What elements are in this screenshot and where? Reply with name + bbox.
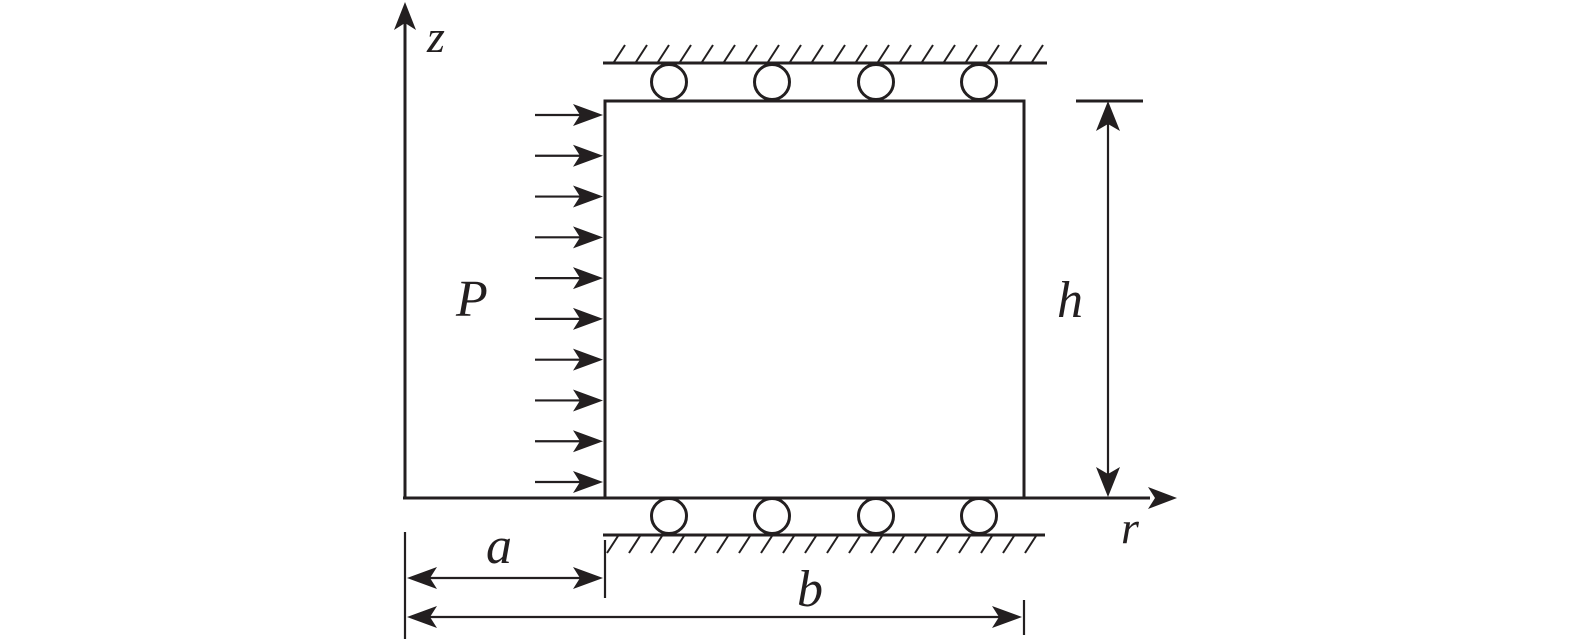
hatch-mark — [628, 535, 641, 554]
outer-radius-arrowhead-right — [992, 606, 1022, 628]
hatch-mark — [657, 44, 670, 63]
pressure-label: P — [455, 271, 488, 328]
roller — [650, 63, 688, 101]
hatch-mark — [914, 535, 927, 554]
pressure-arrowhead — [573, 307, 603, 330]
cylinder-cross-section — [603, 99, 1026, 500]
hatch-mark — [789, 44, 802, 63]
pressure-arrowhead — [573, 348, 603, 371]
roller — [960, 497, 998, 535]
hatch-mark — [679, 44, 692, 63]
z-axis-arrowhead — [394, 2, 416, 30]
roller — [857, 497, 895, 535]
hatch-mark — [701, 44, 714, 63]
pressure-arrow — [535, 226, 603, 249]
top-support — [603, 44, 1047, 101]
hatch-mark — [613, 44, 626, 63]
hatch-mark — [635, 44, 648, 63]
pressure-arrowhead — [573, 471, 603, 493]
outer-radius-arrowhead-left — [407, 606, 437, 628]
pressure-arrow — [535, 185, 603, 208]
hatch-mark — [745, 44, 758, 63]
hatch-mark — [965, 44, 978, 63]
top-hatch-marks — [613, 44, 1044, 63]
hatch-mark — [1024, 535, 1037, 554]
roller — [960, 63, 998, 101]
hatch-mark — [1031, 44, 1044, 63]
pressure-arrow — [535, 348, 603, 371]
radius-dimensions — [403, 532, 1026, 639]
hatch-mark — [1009, 44, 1022, 63]
hatch-mark — [980, 535, 993, 554]
pressure-arrowhead — [573, 267, 603, 290]
bottom-support — [603, 497, 1045, 554]
pressure-arrow — [535, 104, 603, 126]
pressure-arrow — [535, 471, 603, 493]
hatch-mark — [694, 535, 707, 554]
roller — [857, 63, 895, 101]
inner-radius-arrowhead-right — [573, 567, 603, 589]
hatch-mark — [855, 44, 868, 63]
hatch-mark — [833, 44, 846, 63]
roller — [753, 497, 791, 535]
roller — [650, 497, 688, 535]
hatch-mark — [1002, 535, 1015, 554]
hatch-mark — [767, 44, 780, 63]
pressure-arrowhead — [573, 144, 603, 167]
pressure-arrow — [535, 430, 603, 453]
pressure-arrowhead — [573, 104, 603, 126]
hatch-mark — [958, 535, 971, 554]
hatch-mark — [716, 535, 729, 554]
r-axis-arrowhead — [1148, 487, 1177, 509]
height-dimension — [1076, 99, 1143, 497]
hatch-mark — [892, 535, 905, 554]
hatch-mark — [811, 44, 824, 63]
hatch-mark — [936, 535, 949, 554]
pressure-load-arrows — [535, 104, 603, 493]
hatch-mark — [760, 535, 773, 554]
pressure-arrowhead — [573, 226, 603, 249]
hatch-mark — [804, 535, 817, 554]
hatch-mark — [738, 535, 751, 554]
pressure-arrow — [535, 307, 603, 330]
pressure-arrowhead — [573, 185, 603, 208]
pressure-arrow — [535, 389, 603, 412]
z-axis — [394, 2, 416, 498]
inner-radius-label: a — [486, 518, 512, 575]
z-axis-label: z — [426, 11, 445, 62]
roller — [753, 63, 791, 101]
bottom-hatch-marks — [606, 535, 1037, 554]
hatch-mark — [723, 44, 736, 63]
r-axis-label: r — [1121, 502, 1140, 553]
hatch-mark — [877, 44, 890, 63]
hatch-mark — [848, 535, 861, 554]
hatch-mark — [921, 44, 934, 63]
hatch-mark — [943, 44, 956, 63]
pressure-arrowhead — [573, 430, 603, 453]
height-label: h — [1057, 272, 1083, 329]
pressure-arrow — [535, 144, 603, 167]
hatch-mark — [650, 535, 663, 554]
hatch-mark — [870, 535, 883, 554]
hatch-mark — [606, 535, 619, 554]
outer-radius-label: b — [797, 561, 823, 618]
pressure-arrowhead — [573, 389, 603, 412]
hatch-mark — [826, 535, 839, 554]
hatch-mark — [782, 535, 795, 554]
height-arrowhead-bottom — [1096, 467, 1120, 497]
hatch-mark — [672, 535, 685, 554]
hatch-mark — [899, 44, 912, 63]
height-arrowhead-top — [1096, 101, 1120, 131]
hatch-mark — [987, 44, 1000, 63]
inner-radius-arrowhead-left — [407, 567, 437, 589]
pressure-arrow — [535, 267, 603, 290]
